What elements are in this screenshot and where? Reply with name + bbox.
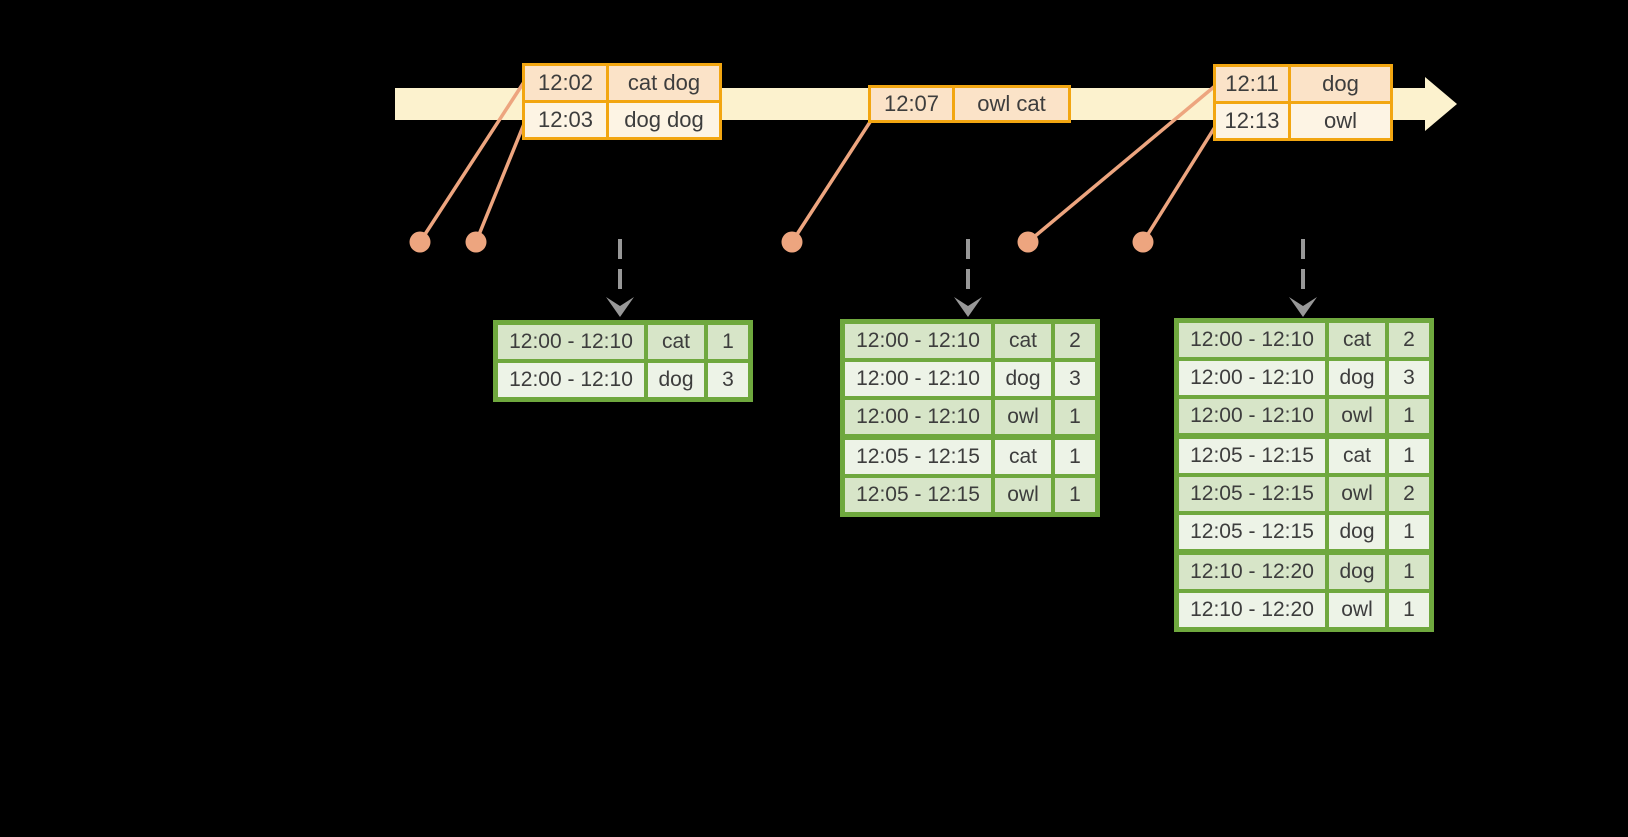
event-words: dog — [1291, 67, 1390, 101]
table-row: 12:00 - 12:10 cat 2 — [845, 324, 1095, 358]
count-cell: 2 — [1389, 477, 1429, 511]
count-cell: 1 — [708, 325, 748, 359]
count-cell: 1 — [1389, 439, 1429, 473]
count-cell: 3 — [1055, 362, 1095, 396]
table-row: 12:00 - 12:10 owl 1 — [845, 400, 1095, 434]
window-cell: 12:00 - 12:10 — [845, 362, 991, 396]
count-cell: 3 — [1389, 361, 1429, 395]
event-time: 12:07 — [871, 88, 952, 120]
table-row: 12:00 - 12:10 cat 1 — [498, 325, 748, 359]
event-row: 12:02 cat dog — [525, 66, 719, 100]
table-row: 12:00 - 12:10 dog 3 — [845, 362, 1095, 396]
word-cell: dog — [1329, 515, 1385, 549]
trigger-down-arrow-icon — [1289, 239, 1317, 317]
word-cell: cat — [1329, 439, 1385, 473]
event-row: 12:11 dog — [1216, 67, 1390, 101]
result-table-2: 12:00 - 12:10 cat 2 12:00 - 12:10 dog 3 … — [840, 319, 1100, 517]
window-cell: 12:00 - 12:10 — [845, 400, 991, 434]
count-cell: 1 — [1055, 400, 1095, 434]
window-cell: 12:05 - 12:15 — [845, 440, 991, 474]
word-cell: cat — [648, 325, 704, 359]
event-box-1211: 12:11 dog 12:13 owl — [1213, 64, 1393, 141]
word-cell: dog — [995, 362, 1051, 396]
window-cell: 12:00 - 12:10 — [498, 363, 644, 397]
count-cell: 1 — [1055, 440, 1095, 474]
event-row: 12:03 dog dog — [525, 103, 719, 137]
window-cell: 12:05 - 12:15 — [1179, 439, 1325, 473]
table-row: 12:05 - 12:15 dog 1 — [1179, 515, 1429, 549]
event-marker-dot — [409, 231, 431, 253]
table-row: 12:10 - 12:20 dog 1 — [1179, 555, 1429, 589]
event-connector-line — [474, 123, 526, 243]
count-cell: 1 — [1389, 555, 1429, 589]
trigger-down-arrow-icon — [606, 239, 634, 317]
event-connector-line — [418, 81, 526, 243]
trigger-down-arrow-icon — [954, 239, 982, 317]
word-cell: owl — [1329, 593, 1385, 627]
word-cell: cat — [1329, 323, 1385, 357]
event-box-1202: 12:02 cat dog 12:03 dog dog — [522, 63, 722, 140]
event-time: 12:02 — [525, 66, 606, 100]
word-cell: owl — [1329, 477, 1385, 511]
word-cell: dog — [648, 363, 704, 397]
table-row: 12:05 - 12:15 owl 2 — [1179, 477, 1429, 511]
event-connector-line — [1141, 126, 1217, 243]
word-cell: owl — [1329, 399, 1385, 433]
table-row: 12:10 - 12:20 owl 1 — [1179, 593, 1429, 627]
table-row: 12:00 - 12:10 owl 1 — [1179, 399, 1429, 433]
count-cell: 1 — [1389, 515, 1429, 549]
event-marker-dot — [1017, 231, 1039, 253]
table-row: 12:00 - 12:10 cat 2 — [1179, 323, 1429, 357]
word-cell: cat — [995, 324, 1051, 358]
window-cell: 12:05 - 12:15 — [845, 478, 991, 512]
event-marker-dot — [465, 231, 487, 253]
event-words: owl cat — [955, 88, 1068, 120]
event-words: cat dog — [609, 66, 719, 100]
event-connector-line — [1026, 84, 1217, 244]
event-row: 12:13 owl — [1216, 104, 1390, 138]
event-box-1207: 12:07 owl cat — [868, 85, 1071, 123]
count-cell: 1 — [1055, 478, 1095, 512]
word-cell: owl — [995, 478, 1051, 512]
result-table-1: 12:00 - 12:10 cat 1 12:00 - 12:10 dog 3 — [493, 320, 753, 402]
window-cell: 12:05 - 12:15 — [1179, 477, 1325, 511]
table-row: 12:00 - 12:10 dog 3 — [498, 363, 748, 397]
timeline-arrow-icon — [1425, 77, 1457, 131]
event-marker-dot — [781, 231, 803, 253]
word-cell: owl — [995, 400, 1051, 434]
count-cell: 3 — [708, 363, 748, 397]
event-row: 12:07 owl cat — [871, 88, 1068, 120]
window-cell: 12:00 - 12:10 — [1179, 399, 1325, 433]
event-words: dog dog — [609, 103, 719, 137]
window-cell: 12:00 - 12:10 — [498, 325, 644, 359]
word-cell: dog — [1329, 361, 1385, 395]
table-row: 12:00 - 12:10 dog 3 — [1179, 361, 1429, 395]
event-time: 12:03 — [525, 103, 606, 137]
count-cell: 1 — [1389, 399, 1429, 433]
table-row: 12:05 - 12:15 cat 1 — [845, 440, 1095, 474]
event-time: 12:11 — [1216, 67, 1288, 101]
window-cell: 12:00 - 12:10 — [845, 324, 991, 358]
event-connector-line — [790, 121, 872, 243]
count-cell: 2 — [1389, 323, 1429, 357]
word-cell: cat — [995, 440, 1051, 474]
window-cell: 12:05 - 12:15 — [1179, 515, 1325, 549]
window-cell: 12:10 - 12:20 — [1179, 555, 1325, 589]
event-words: owl — [1291, 104, 1390, 138]
count-cell: 1 — [1389, 593, 1429, 627]
count-cell: 2 — [1055, 324, 1095, 358]
table-row: 12:05 - 12:15 owl 1 — [845, 478, 1095, 512]
window-cell: 12:10 - 12:20 — [1179, 593, 1325, 627]
result-table-3: 12:00 - 12:10 cat 2 12:00 - 12:10 dog 3 … — [1174, 318, 1434, 632]
window-cell: 12:00 - 12:10 — [1179, 323, 1325, 357]
event-marker-dot — [1132, 231, 1154, 253]
event-time: 12:13 — [1216, 104, 1288, 138]
word-cell: dog — [1329, 555, 1385, 589]
table-row: 12:05 - 12:15 cat 1 — [1179, 439, 1429, 473]
window-cell: 12:00 - 12:10 — [1179, 361, 1325, 395]
